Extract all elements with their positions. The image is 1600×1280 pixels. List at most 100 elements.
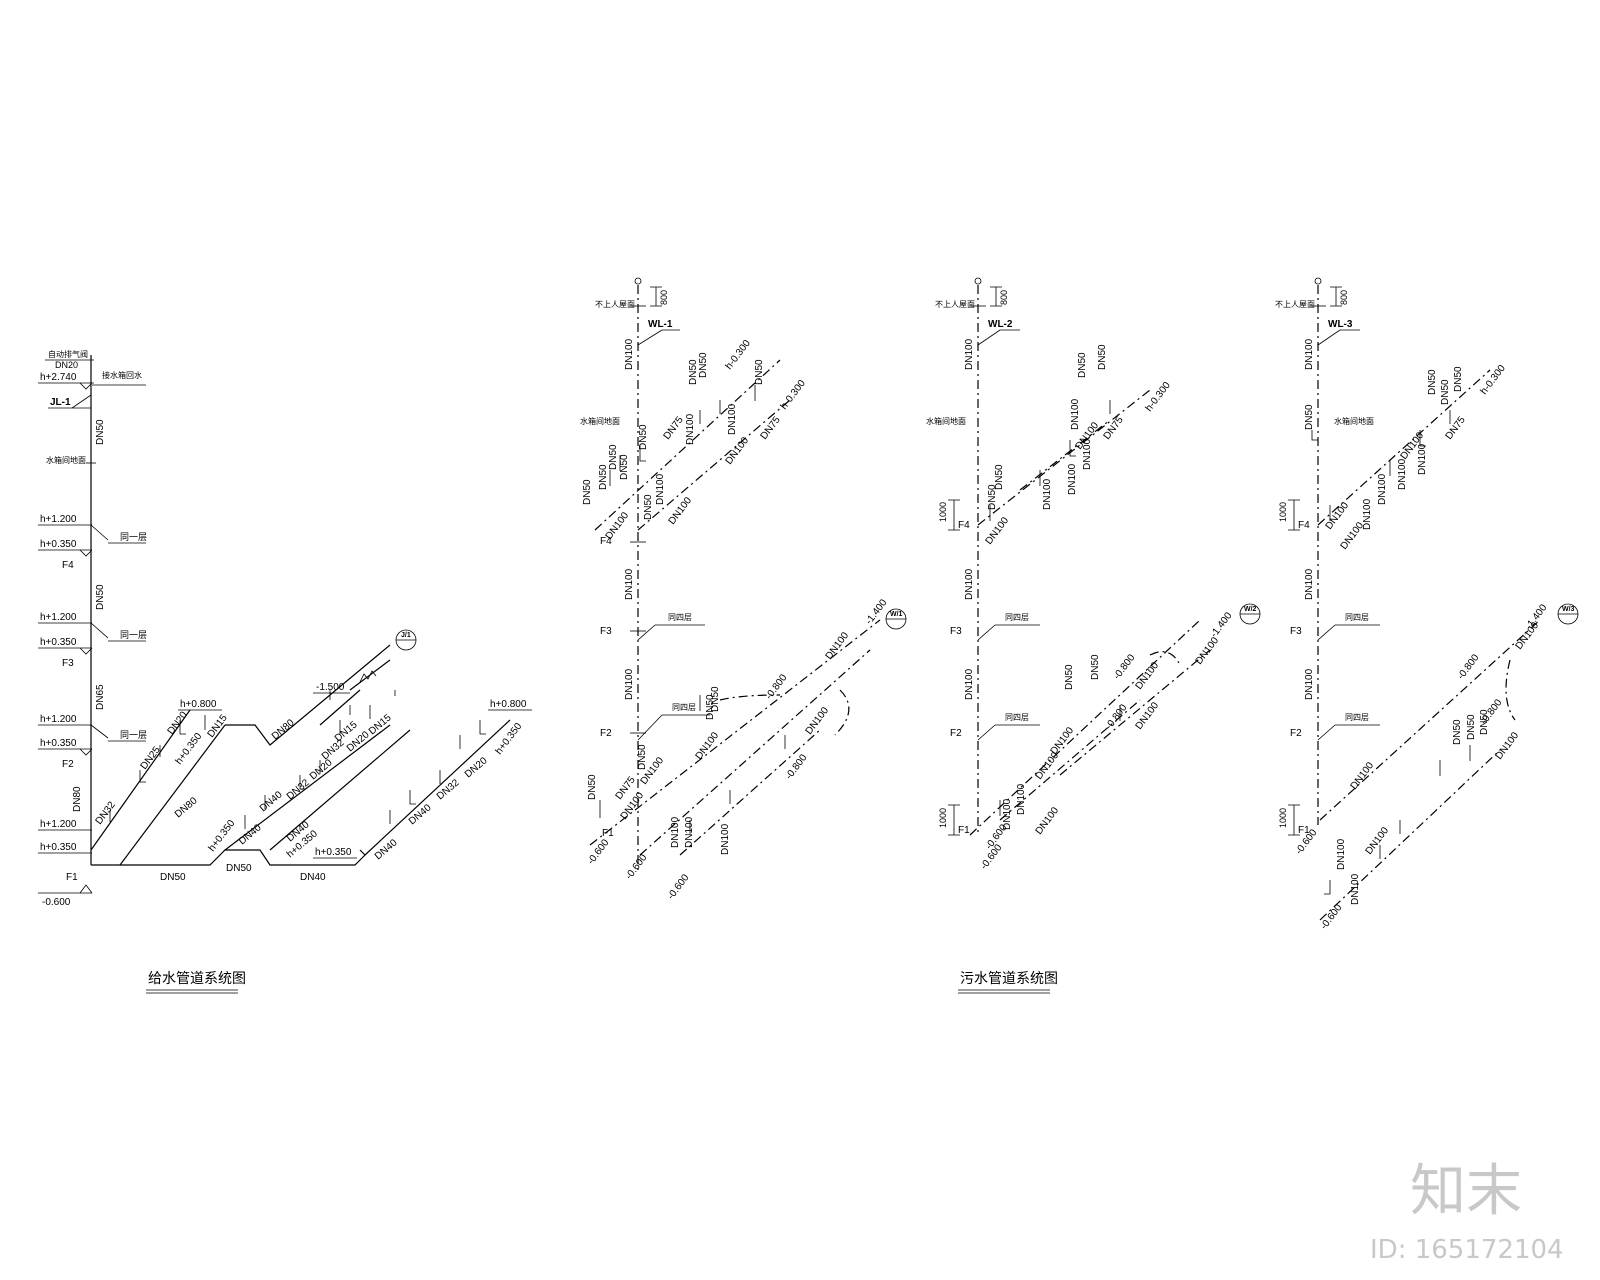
svg-text:DN50: DN50	[95, 584, 106, 610]
svg-text:DN100: DN100	[1350, 873, 1361, 905]
svg-text:DN50: DN50	[710, 686, 721, 712]
svg-text:F2: F2	[62, 759, 74, 770]
svg-text:h-0.300: h-0.300	[724, 338, 753, 372]
svg-text:水箱间地面: 水箱间地面	[1334, 416, 1374, 426]
supply-branch-labels: DN32 DN25 DN20 DN15 DN80 DN80 DN40 DN40 …	[94, 709, 490, 862]
svg-text:DN15: DN15	[206, 712, 230, 739]
svg-text:DN50: DN50	[1440, 379, 1451, 405]
svg-text:DN50: DN50	[1452, 719, 1463, 745]
svg-text:DN50: DN50	[1304, 404, 1315, 430]
svg-text:DN100: DN100	[1304, 668, 1315, 700]
svg-text:DN100: DN100	[1349, 760, 1377, 792]
riser-size-1: DN50	[95, 419, 106, 445]
svg-text:同四层: 同四层	[668, 613, 692, 622]
svg-text:F2: F2	[950, 728, 962, 739]
svg-text:DN25: DN25	[139, 744, 163, 771]
svg-text:DN50: DN50	[1466, 714, 1477, 740]
svg-text:DN50: DN50	[643, 494, 654, 520]
svg-text:DN32: DN32	[94, 799, 118, 826]
svg-text:-0.800: -0.800	[1104, 702, 1130, 732]
svg-text:h+1.200: h+1.200	[40, 514, 77, 525]
svg-text:DN50: DN50	[619, 454, 630, 480]
svg-text:DN40: DN40	[407, 802, 434, 827]
watermark: 知末 ID: 165172104	[1370, 1159, 1564, 1265]
svg-text:h-0.300: h-0.300	[1144, 380, 1173, 414]
svg-text:不上人屋面: 不上人屋面	[1275, 300, 1315, 309]
svg-text:DN50: DN50	[587, 774, 598, 800]
svg-text:DN40: DN40	[373, 837, 400, 862]
air-valve-size: DN20	[55, 360, 78, 370]
svg-text:DN100: DN100	[724, 435, 752, 467]
svg-text:DN100: DN100	[655, 473, 666, 505]
svg-text:DN50: DN50	[608, 444, 619, 470]
svg-text:-0.800: -0.800	[764, 672, 790, 702]
svg-text:h+0.800: h+0.800	[490, 699, 527, 710]
svg-text:DN100: DN100	[1397, 458, 1408, 490]
svg-text:DN100: DN100	[727, 403, 738, 435]
svg-text:DN50: DN50	[994, 464, 1005, 490]
svg-text:DN100: DN100	[694, 730, 722, 762]
stack-wl3: 不上人屋面 800 WL-3 DN100 DN50 水箱间地面 1000 F4 …	[1275, 277, 1579, 932]
svg-text:DN100: DN100	[964, 668, 975, 700]
supply-floor-f3: h+1.200 h+0.350 F3 同一层 DN65	[38, 612, 147, 710]
svg-text:h-0.300: h-0.300	[779, 378, 808, 412]
svg-text:DN20: DN20	[166, 709, 190, 736]
svg-text:DN100: DN100	[670, 816, 681, 848]
supply-inlet-tag: J/1	[401, 632, 411, 639]
svg-text:DN100: DN100	[720, 823, 731, 855]
stack-wl1: 不上人屋面 800 WL-1 DN100 水箱间地面 F4 DN100 F3 同…	[580, 277, 907, 902]
svg-text:F1: F1	[602, 828, 614, 839]
svg-text:-0.600: -0.600	[624, 852, 650, 882]
svg-text:DN100: DN100	[1377, 473, 1388, 505]
svg-text:同四层: 同四层	[672, 703, 696, 712]
svg-text:DN100: DN100	[1042, 478, 1053, 510]
svg-text:800: 800	[1339, 290, 1349, 305]
svg-text:DN65: DN65	[95, 684, 106, 710]
svg-text:DN50: DN50	[754, 359, 765, 385]
svg-text:F2: F2	[1290, 728, 1302, 739]
svg-text:F3: F3	[62, 658, 74, 669]
svg-text:F4: F4	[62, 560, 74, 571]
air-valve-label: 自动排气阀	[48, 349, 88, 359]
svg-text:DN40: DN40	[237, 822, 264, 847]
svg-text:DN100: DN100	[964, 338, 975, 370]
svg-text:h+1.200: h+1.200	[40, 714, 77, 725]
svg-text:DN100: DN100	[684, 816, 695, 848]
svg-text:DN100: DN100	[624, 668, 635, 700]
svg-text:-0.600: -0.600	[42, 897, 71, 908]
svg-text:h-0.300: h-0.300	[1479, 363, 1508, 397]
svg-text:DN100: DN100	[1494, 730, 1522, 762]
svg-text:DN50: DN50	[226, 863, 252, 874]
svg-text:h+0.350: h+0.350	[207, 818, 238, 854]
sewage-diagram: 不上人屋面 800 WL-1 DN100 水箱间地面 F4 DN100 F3 同…	[580, 277, 1579, 994]
water-supply-diagram: 自动排气阀 DN20 h+2.740 接水箱回水 JL-1 DN50 水箱间地面…	[38, 349, 532, 994]
stack-tag: W/1	[890, 611, 903, 618]
svg-text:DN100: DN100	[1364, 825, 1392, 857]
svg-text:h+1.200: h+1.200	[40, 819, 77, 830]
svg-text:DN50: DN50	[1427, 369, 1438, 395]
svg-text:h+0.350: h+0.350	[494, 721, 525, 757]
svg-text:DN75: DN75	[662, 414, 686, 441]
svg-text:DN50: DN50	[1479, 709, 1490, 735]
svg-text:F1: F1	[958, 825, 970, 836]
svg-text:DN100: DN100	[1339, 520, 1367, 552]
watermark-id: ID: 165172104	[1370, 1235, 1564, 1265]
svg-text:DN100: DN100	[1336, 838, 1347, 870]
svg-text:DN15: DN15	[367, 712, 394, 737]
wl1-labels: DN50 DN50 DN50 DN50 DN50 DN100 DN50 DN10…	[582, 352, 851, 855]
svg-text:W/2: W/2	[1244, 606, 1257, 613]
water-supply-title: 给水管道系统图	[148, 971, 246, 987]
supply-floor-f4: h+1.200 h+0.350 F4 同一层 DN50	[38, 514, 147, 610]
svg-text:DN50: DN50	[705, 694, 716, 720]
svg-text:DN100: DN100	[685, 413, 696, 445]
svg-text:DN50: DN50	[1097, 344, 1108, 370]
svg-text:DN100: DN100	[667, 495, 695, 527]
svg-text:水箱间地面: 水箱间地面	[580, 416, 620, 426]
supply-floor-f2: h+1.200 h+0.350 F2 同一层 DN80	[38, 714, 147, 812]
svg-text:800: 800	[999, 290, 1009, 305]
svg-text:WL-3: WL-3	[1328, 319, 1353, 330]
svg-text:水箱间地面: 水箱间地面	[926, 416, 966, 426]
svg-text:DN75: DN75	[759, 414, 783, 441]
watermark-brand: 知末	[1410, 1159, 1522, 1224]
